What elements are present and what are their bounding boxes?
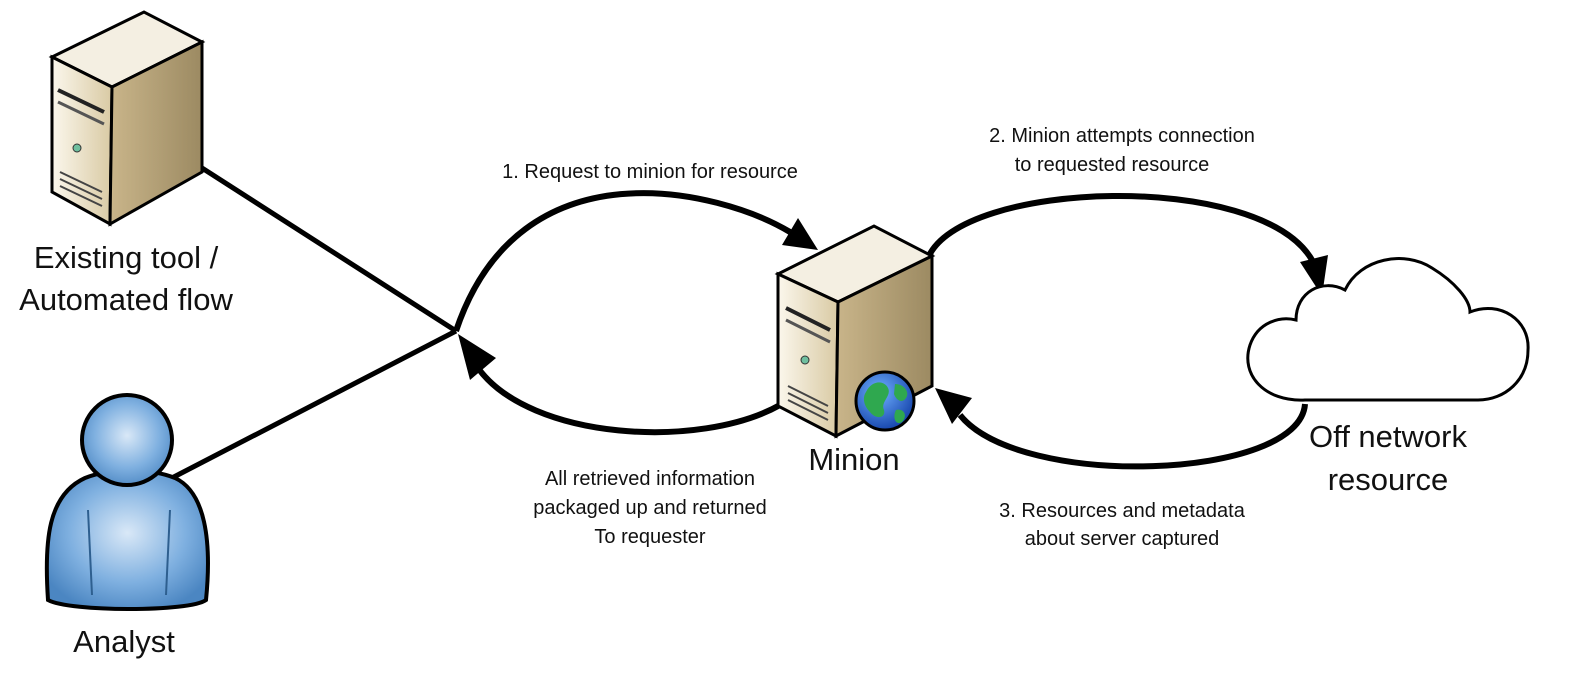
server-tower-icon [48,10,206,227]
user-icon [44,393,210,611]
existing-tool-server: Existing tool / Automated flow [19,10,233,317]
globe-icon [854,370,916,432]
tool-connector-line [200,165,458,334]
return-arrowhead [458,334,496,380]
capture-arrowhead [935,388,972,424]
return-arrow [475,366,782,436]
off-network-resource: Off network resource [1246,257,1530,497]
source-connectors [166,165,458,483]
analyst-connector-line [166,328,458,483]
existing-tool-label-2: Automated flow [19,282,233,317]
request-arrow [453,190,792,332]
request-label: 1. Request to minion for resource [502,161,798,183]
right-flow-loop [925,192,1328,470]
attempt-label-1: 2. Minion attempts connection [989,125,1255,147]
returned-label-2: packaged up and returned [533,497,767,519]
request-arrowhead [782,218,818,250]
cloud-icon [1246,257,1530,402]
off-network-label-1: Off network [1309,419,1467,454]
left-flow-loop [453,190,818,436]
edge-labels: 1. Request to minion for resource 2. Min… [502,125,1255,550]
capture-arrow [957,403,1308,470]
analyst-node: Analyst [44,393,210,659]
existing-tool-label-1: Existing tool / [34,240,219,275]
returned-label-3: To requester [594,526,706,548]
returned-label-1: All retrieved information [545,468,755,490]
capture-label-2: about server captured [1025,528,1220,550]
attempt-label-2: to requested resource [1015,154,1210,176]
off-network-label-2: resource [1328,462,1449,497]
analyst-label: Analyst [73,624,175,659]
minion-server: Minion [774,224,936,477]
minion-label: Minion [808,442,899,477]
capture-label-1: 3. Resources and metadata [999,500,1246,522]
attempt-arrow [925,192,1315,262]
